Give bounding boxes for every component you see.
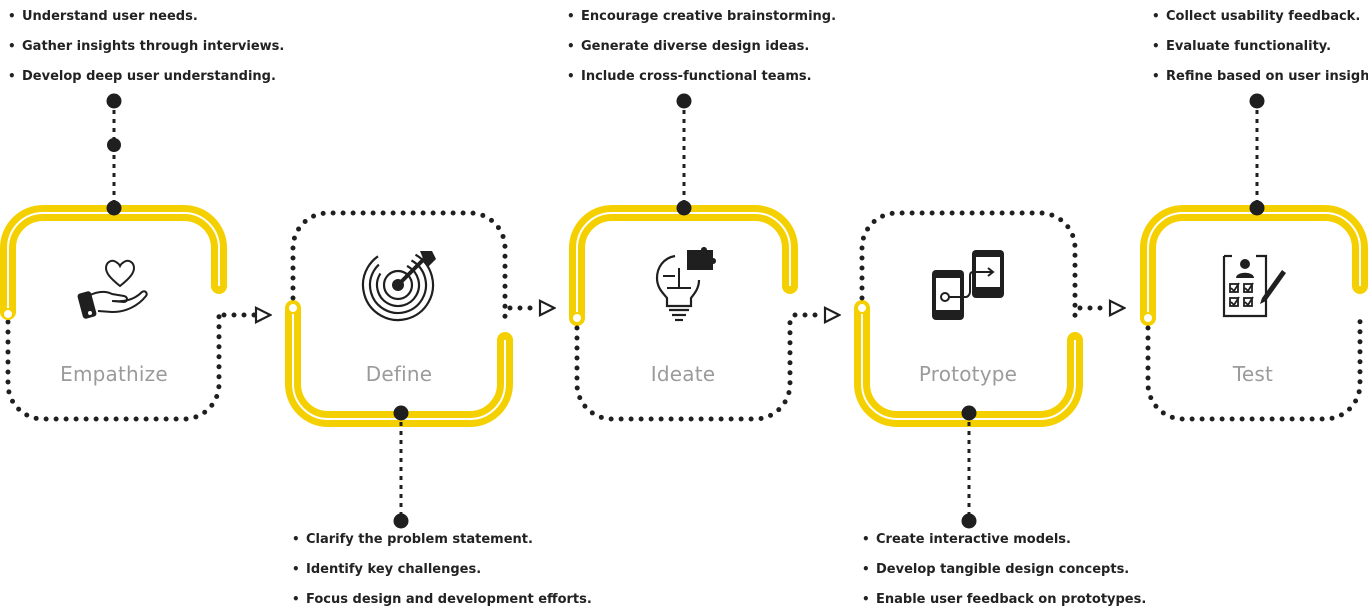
connector-define — [393, 405, 409, 529]
stage-prototype-frame — [854, 210, 1083, 427]
stage-label-ideate: Ideate — [650, 362, 716, 386]
connector-test — [1249, 93, 1265, 216]
list-item: •Refine based on user insights. — [1152, 69, 1368, 84]
stage-label-empathize: Empathize — [60, 362, 168, 386]
define-bullet-list: •Clarify the problem statement. •Identif… — [292, 524, 592, 614]
puzzle-lightbulb-icon — [655, 247, 716, 322]
list-item: •Generate diverse design ideas. — [567, 39, 810, 54]
ideate-bullet-list: •Encourage creative brainstorming. •Gene… — [567, 1, 836, 91]
prototype-bullet-list: •Create interactive models. •Develop tan… — [862, 524, 1146, 614]
list-item: •Identify key challenges. — [292, 562, 482, 577]
stage-define-frame — [285, 210, 513, 427]
list-item: •Clarify the problem statement. — [292, 532, 533, 547]
stage-empathize-frame — [0, 205, 227, 422]
list-item: •Include cross-functional teams. — [567, 69, 812, 84]
stage-label-prototype: Prototype — [918, 362, 1018, 386]
list-item: •Create interactive models. — [862, 532, 1071, 547]
heart-in-hand-icon — [77, 259, 148, 319]
checklist-clipboard-icon — [1222, 254, 1286, 318]
stage-label-define: Define — [365, 362, 433, 386]
list-item: •Develop deep user understanding. — [8, 69, 276, 84]
list-item: •Understand user needs. — [8, 9, 198, 24]
list-item: •Enable user feedback on prototypes. — [862, 592, 1147, 607]
stage-label-test: Test — [1232, 362, 1274, 386]
list-item: •Encourage creative brainstorming. — [567, 9, 837, 24]
connected-devices-icon — [932, 250, 1004, 320]
list-item: •Collect usability feedback. — [1152, 9, 1361, 24]
list-item: •Evaluate functionality. — [1152, 39, 1332, 54]
connector-ideate — [676, 93, 692, 216]
target-with-arrow-icon — [361, 248, 436, 322]
connector-prototype — [961, 405, 977, 529]
test-bullet-list: •Collect usability feedback. •Evaluate f… — [1152, 1, 1368, 91]
list-item: •Focus design and development efforts. — [292, 592, 592, 607]
empathize-bullet-list: •Understand user needs. •Gather insights… — [8, 1, 284, 91]
list-item: •Develop tangible design concepts. — [862, 562, 1130, 577]
connector-empathize — [106, 93, 122, 216]
list-item: •Gather insights through interviews. — [8, 39, 285, 54]
